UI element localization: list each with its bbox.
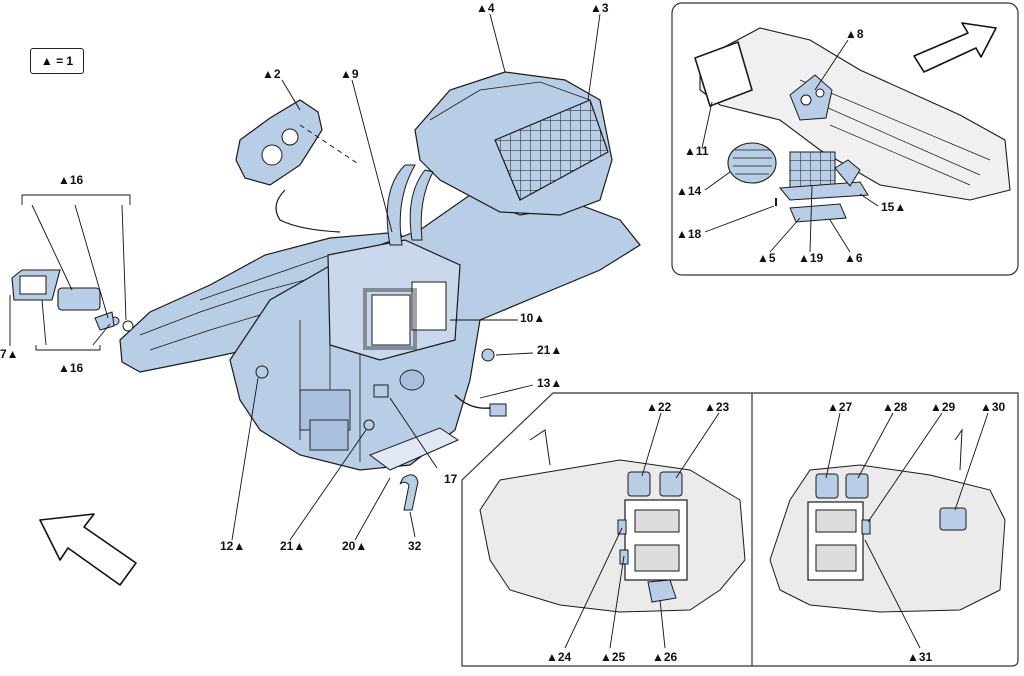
label-part-8: ▲8 <box>845 27 864 41</box>
inset-housing-left <box>479 459 746 613</box>
motor-cover-8 <box>789 74 833 121</box>
label-part-31: ▲31 <box>907 650 933 664</box>
direction-arrow-inset <box>913 22 997 73</box>
label-part-24: ▲24 <box>546 650 572 664</box>
label-part-7: 7▲ <box>0 347 19 361</box>
label-part-16-bottom: ▲16 <box>58 361 84 375</box>
filter-19 <box>789 151 836 189</box>
legend-text: ▲ = 1 <box>40 54 74 68</box>
leader-lines-inset3 <box>825 412 989 649</box>
label-part-13: 13▲ <box>537 376 563 390</box>
label-part-28: ▲28 <box>882 400 908 414</box>
label-part-6: ▲6 <box>844 251 863 265</box>
label-part-5: ▲5 <box>757 251 776 265</box>
label-part-11: ▲11 <box>684 144 709 158</box>
label-part-3: ▲3 <box>590 1 609 15</box>
actuator-23 <box>659 471 683 497</box>
seal-5-6 <box>789 203 847 223</box>
actuator-27 <box>815 473 839 499</box>
label-part-21-bottom: 21▲ <box>280 539 306 553</box>
drain-pipe <box>399 474 419 511</box>
leader-lines-inset1 <box>701 39 879 253</box>
actuator-22 <box>627 471 651 497</box>
actuator-28 <box>845 473 869 499</box>
label-part-14: ▲14 <box>676 184 702 198</box>
expansion-valve <box>57 287 101 311</box>
label-part-10: 10▲ <box>520 311 546 325</box>
inset-panel-flaps <box>461 392 1019 667</box>
actuator-30 <box>939 507 967 531</box>
legend-box: ▲ = 1 <box>30 48 84 74</box>
label-part-4: ▲4 <box>476 1 495 15</box>
label-part-25: ▲25 <box>600 650 626 664</box>
inset-housing-right <box>769 464 1006 613</box>
leader-lines-main <box>9 13 601 541</box>
direction-arrow-front <box>39 513 137 586</box>
inlet-grill <box>494 99 609 201</box>
inset-duct <box>699 27 1011 201</box>
label-part-26: ▲26 <box>652 650 678 664</box>
top-pipes <box>386 164 416 246</box>
blower-fan-14 <box>727 142 777 184</box>
label-part-16-top: ▲16 <box>58 173 84 187</box>
label-part-9: ▲9 <box>340 67 359 81</box>
label-part-17: 17 <box>444 472 458 486</box>
leader-lines-inset2 <box>564 412 720 649</box>
label-part-21-right: 21▲ <box>537 343 563 357</box>
label-part-15: 15▲ <box>881 200 907 214</box>
label-part-19: ▲19 <box>798 251 824 265</box>
label-part-2: ▲2 <box>262 67 281 81</box>
label-part-27: ▲27 <box>827 400 853 414</box>
fitting-21a <box>481 348 495 362</box>
sensor-17 <box>373 384 389 398</box>
inset-panel-blower <box>671 2 1019 276</box>
actuator-26 <box>647 579 677 603</box>
label-part-30: ▲30 <box>980 400 1006 414</box>
fitting-21b <box>363 419 375 431</box>
shroud-part-2 <box>235 99 323 186</box>
fitting-12 <box>255 365 269 379</box>
inset-inlet <box>694 40 753 108</box>
label-part-23: ▲23 <box>704 400 730 414</box>
wiring-top <box>275 189 341 233</box>
label-part-12: 12▲ <box>220 539 246 553</box>
label-part-20: 20▲ <box>342 539 368 553</box>
filter-frame-15 <box>778 181 869 201</box>
label-part-32: 32 <box>408 539 422 553</box>
label-part-18: ▲18 <box>676 227 702 241</box>
label-part-29: ▲29 <box>930 400 956 414</box>
label-part-22: ▲22 <box>646 400 672 414</box>
